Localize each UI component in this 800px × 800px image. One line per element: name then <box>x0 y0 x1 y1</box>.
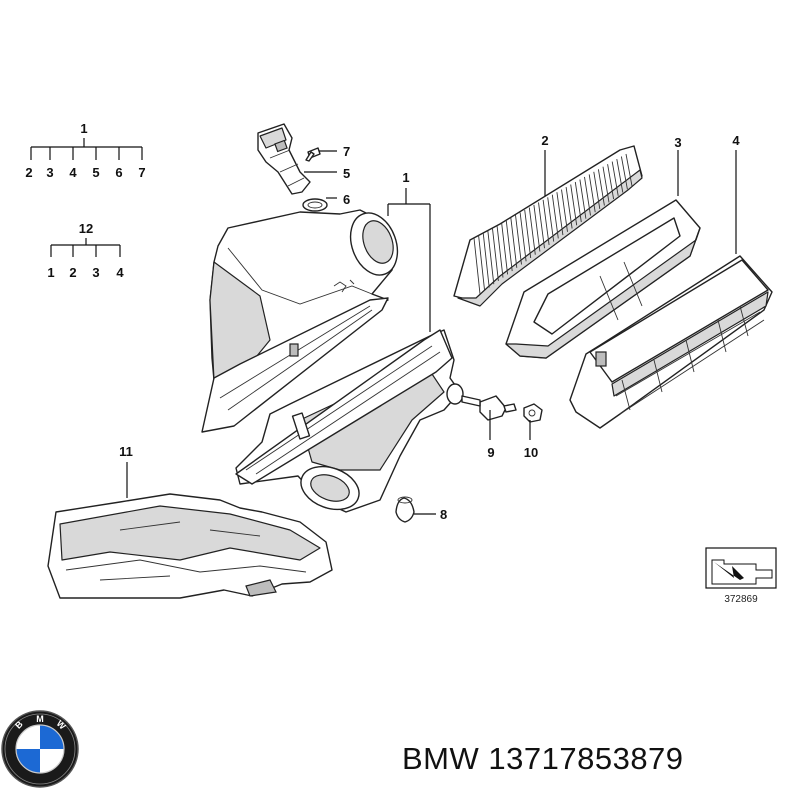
callout-leaders <box>126 150 737 515</box>
callout-8: 8 <box>440 507 447 522</box>
group-legend-12: 12 1 2 3 4 <box>47 221 124 280</box>
arrow-icon <box>714 562 744 580</box>
group-12-item: 4 <box>116 265 124 280</box>
callout-3: 3 <box>674 135 681 150</box>
group-1-item: 3 <box>46 165 53 180</box>
callout-7: 7 <box>343 144 350 159</box>
group-1-item: 6 <box>115 165 122 180</box>
part-number-caption: BMW 13717853879 <box>402 741 684 777</box>
callout-4: 4 <box>732 133 740 148</box>
part-11-air-guide <box>47 493 333 599</box>
reference-number: 372869 <box>724 594 758 605</box>
callout-5: 5 <box>343 166 350 181</box>
group-12-item: 1 <box>47 265 54 280</box>
callout-2: 2 <box>541 133 548 148</box>
part-9-rubber-mount <box>461 395 517 421</box>
group-12-label: 12 <box>79 221 93 236</box>
part-2-filter-element <box>453 145 643 307</box>
group-legend-1: 1 2 3 4 5 6 7 <box>25 121 145 180</box>
callout-9: 9 <box>487 445 494 460</box>
part-10-nut <box>523 403 543 423</box>
part-1-housing-lower <box>235 329 464 513</box>
group-12-item: 2 <box>69 265 76 280</box>
part-6-sealing-ring <box>302 198 328 212</box>
part-1-housing-upper <box>201 209 399 433</box>
group-1-item: 5 <box>92 165 99 180</box>
group-1-item: 2 <box>25 165 32 180</box>
callout-11: 11 <box>119 444 133 459</box>
part-7-screw <box>305 147 321 162</box>
bmw-logo: B M W <box>1 710 79 788</box>
callout-10: 10 <box>524 445 538 460</box>
group-12-item: 3 <box>92 265 99 280</box>
group-1-item: 4 <box>69 165 77 180</box>
part-3-filter-frame <box>505 199 701 359</box>
reference-box: 372869 <box>705 547 777 605</box>
brand-name: BMW <box>402 741 480 776</box>
callout-1: 1 <box>402 170 409 185</box>
group-1-label: 1 <box>80 121 87 136</box>
part-number: 13717853879 <box>488 741 684 776</box>
part-8-cap <box>395 496 415 523</box>
part-5-mass-air-sensor <box>257 123 311 195</box>
callout-6: 6 <box>343 192 350 207</box>
logo-letter: M <box>36 714 44 724</box>
part-4-filter-cassette <box>569 255 773 429</box>
group-1-item: 7 <box>138 165 145 180</box>
